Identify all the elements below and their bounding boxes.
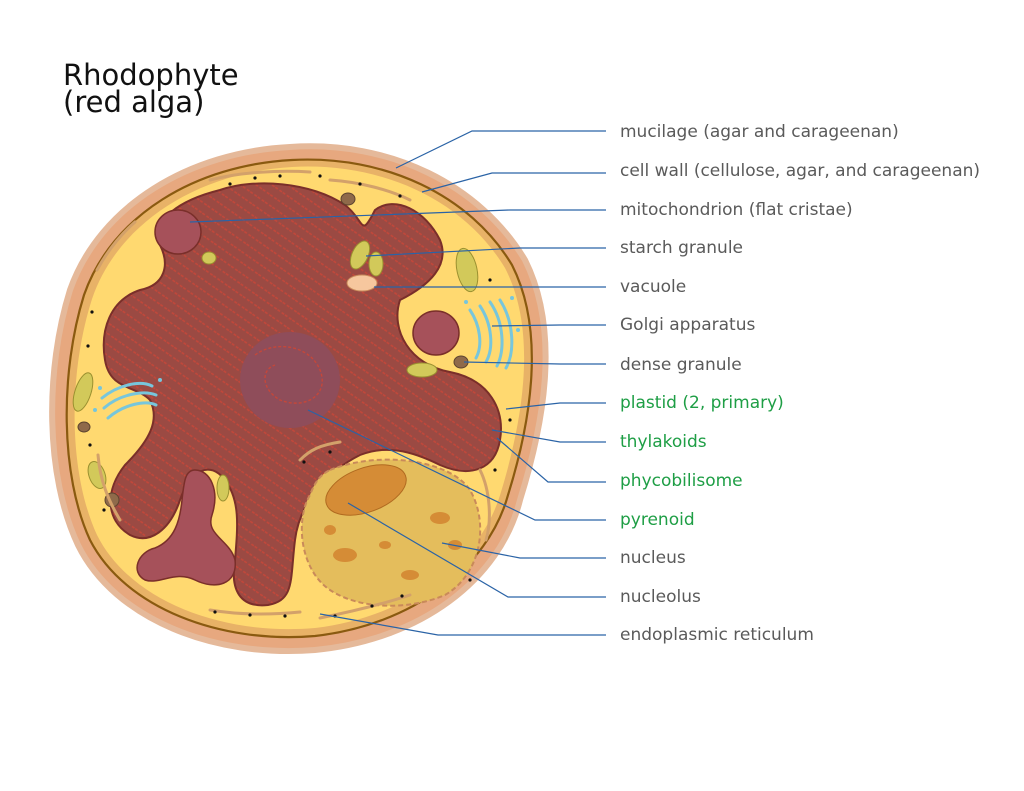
label-thylakoids: thylakoids <box>620 432 707 452</box>
endoplasmic-reticulum <box>95 169 491 620</box>
leader-starch-granule <box>365 247 606 257</box>
label-nucleolus: nucleolus <box>620 587 701 607</box>
mitochondria <box>154 209 460 356</box>
leader-endoplasmic-reticulum <box>319 613 606 636</box>
starch-granules <box>72 240 479 502</box>
label-starch-granule: starch granule <box>620 238 743 258</box>
label-mitochondrion: mitochondrion (flat cristae) <box>620 200 853 220</box>
pyrenoid <box>240 332 340 428</box>
label-endoplasmic-reticulum: endoplasmic reticulum <box>620 625 814 645</box>
golgi-vesicles <box>93 296 520 412</box>
label-nucleus: nucleus <box>620 548 686 568</box>
label-mucilage: mucilage (agar and carageenan) <box>620 122 899 142</box>
label-phycobilisome: phycobilisome <box>620 471 743 491</box>
leader-nucleus <box>441 542 606 559</box>
pyrenoid-thylakoid <box>254 345 323 404</box>
leader-lines <box>189 130 606 636</box>
leader-dense-granule <box>463 361 606 365</box>
leader-phycobilisome <box>496 437 606 483</box>
diagram-title: Rhodophyte (red alga) <box>63 58 239 119</box>
label-golgi-apparatus: Golgi apparatus <box>620 315 755 335</box>
label-list: mucilage (agar and carageenan) cell wall… <box>620 122 980 645</box>
label-plastid: plastid (2, primary) <box>620 393 784 413</box>
leader-nucleolus <box>347 502 606 598</box>
vacuole <box>346 274 378 292</box>
leader-mitochondrion <box>189 209 606 223</box>
golgi-apparatus <box>100 298 514 420</box>
label-vacuole: vacuole <box>620 277 686 297</box>
leader-thylakoids <box>491 429 606 443</box>
leader-plastid <box>505 402 606 410</box>
leader-golgi-apparatus <box>491 324 606 327</box>
leader-mucilage <box>395 130 606 169</box>
label-dense-granule: dense granule <box>620 355 742 375</box>
title-line-2: (red alga) <box>63 85 205 119</box>
leader-pyrenoid <box>307 409 606 521</box>
leader-cell-wall <box>421 172 606 193</box>
plastid-lobe <box>136 469 236 586</box>
nucleolus <box>325 464 407 516</box>
title-line-1: Rhodophyte <box>63 58 239 92</box>
label-pyrenoid: pyrenoid <box>620 510 695 530</box>
label-cell-wall: cell wall (cellulose, agar, and carageen… <box>620 161 980 181</box>
